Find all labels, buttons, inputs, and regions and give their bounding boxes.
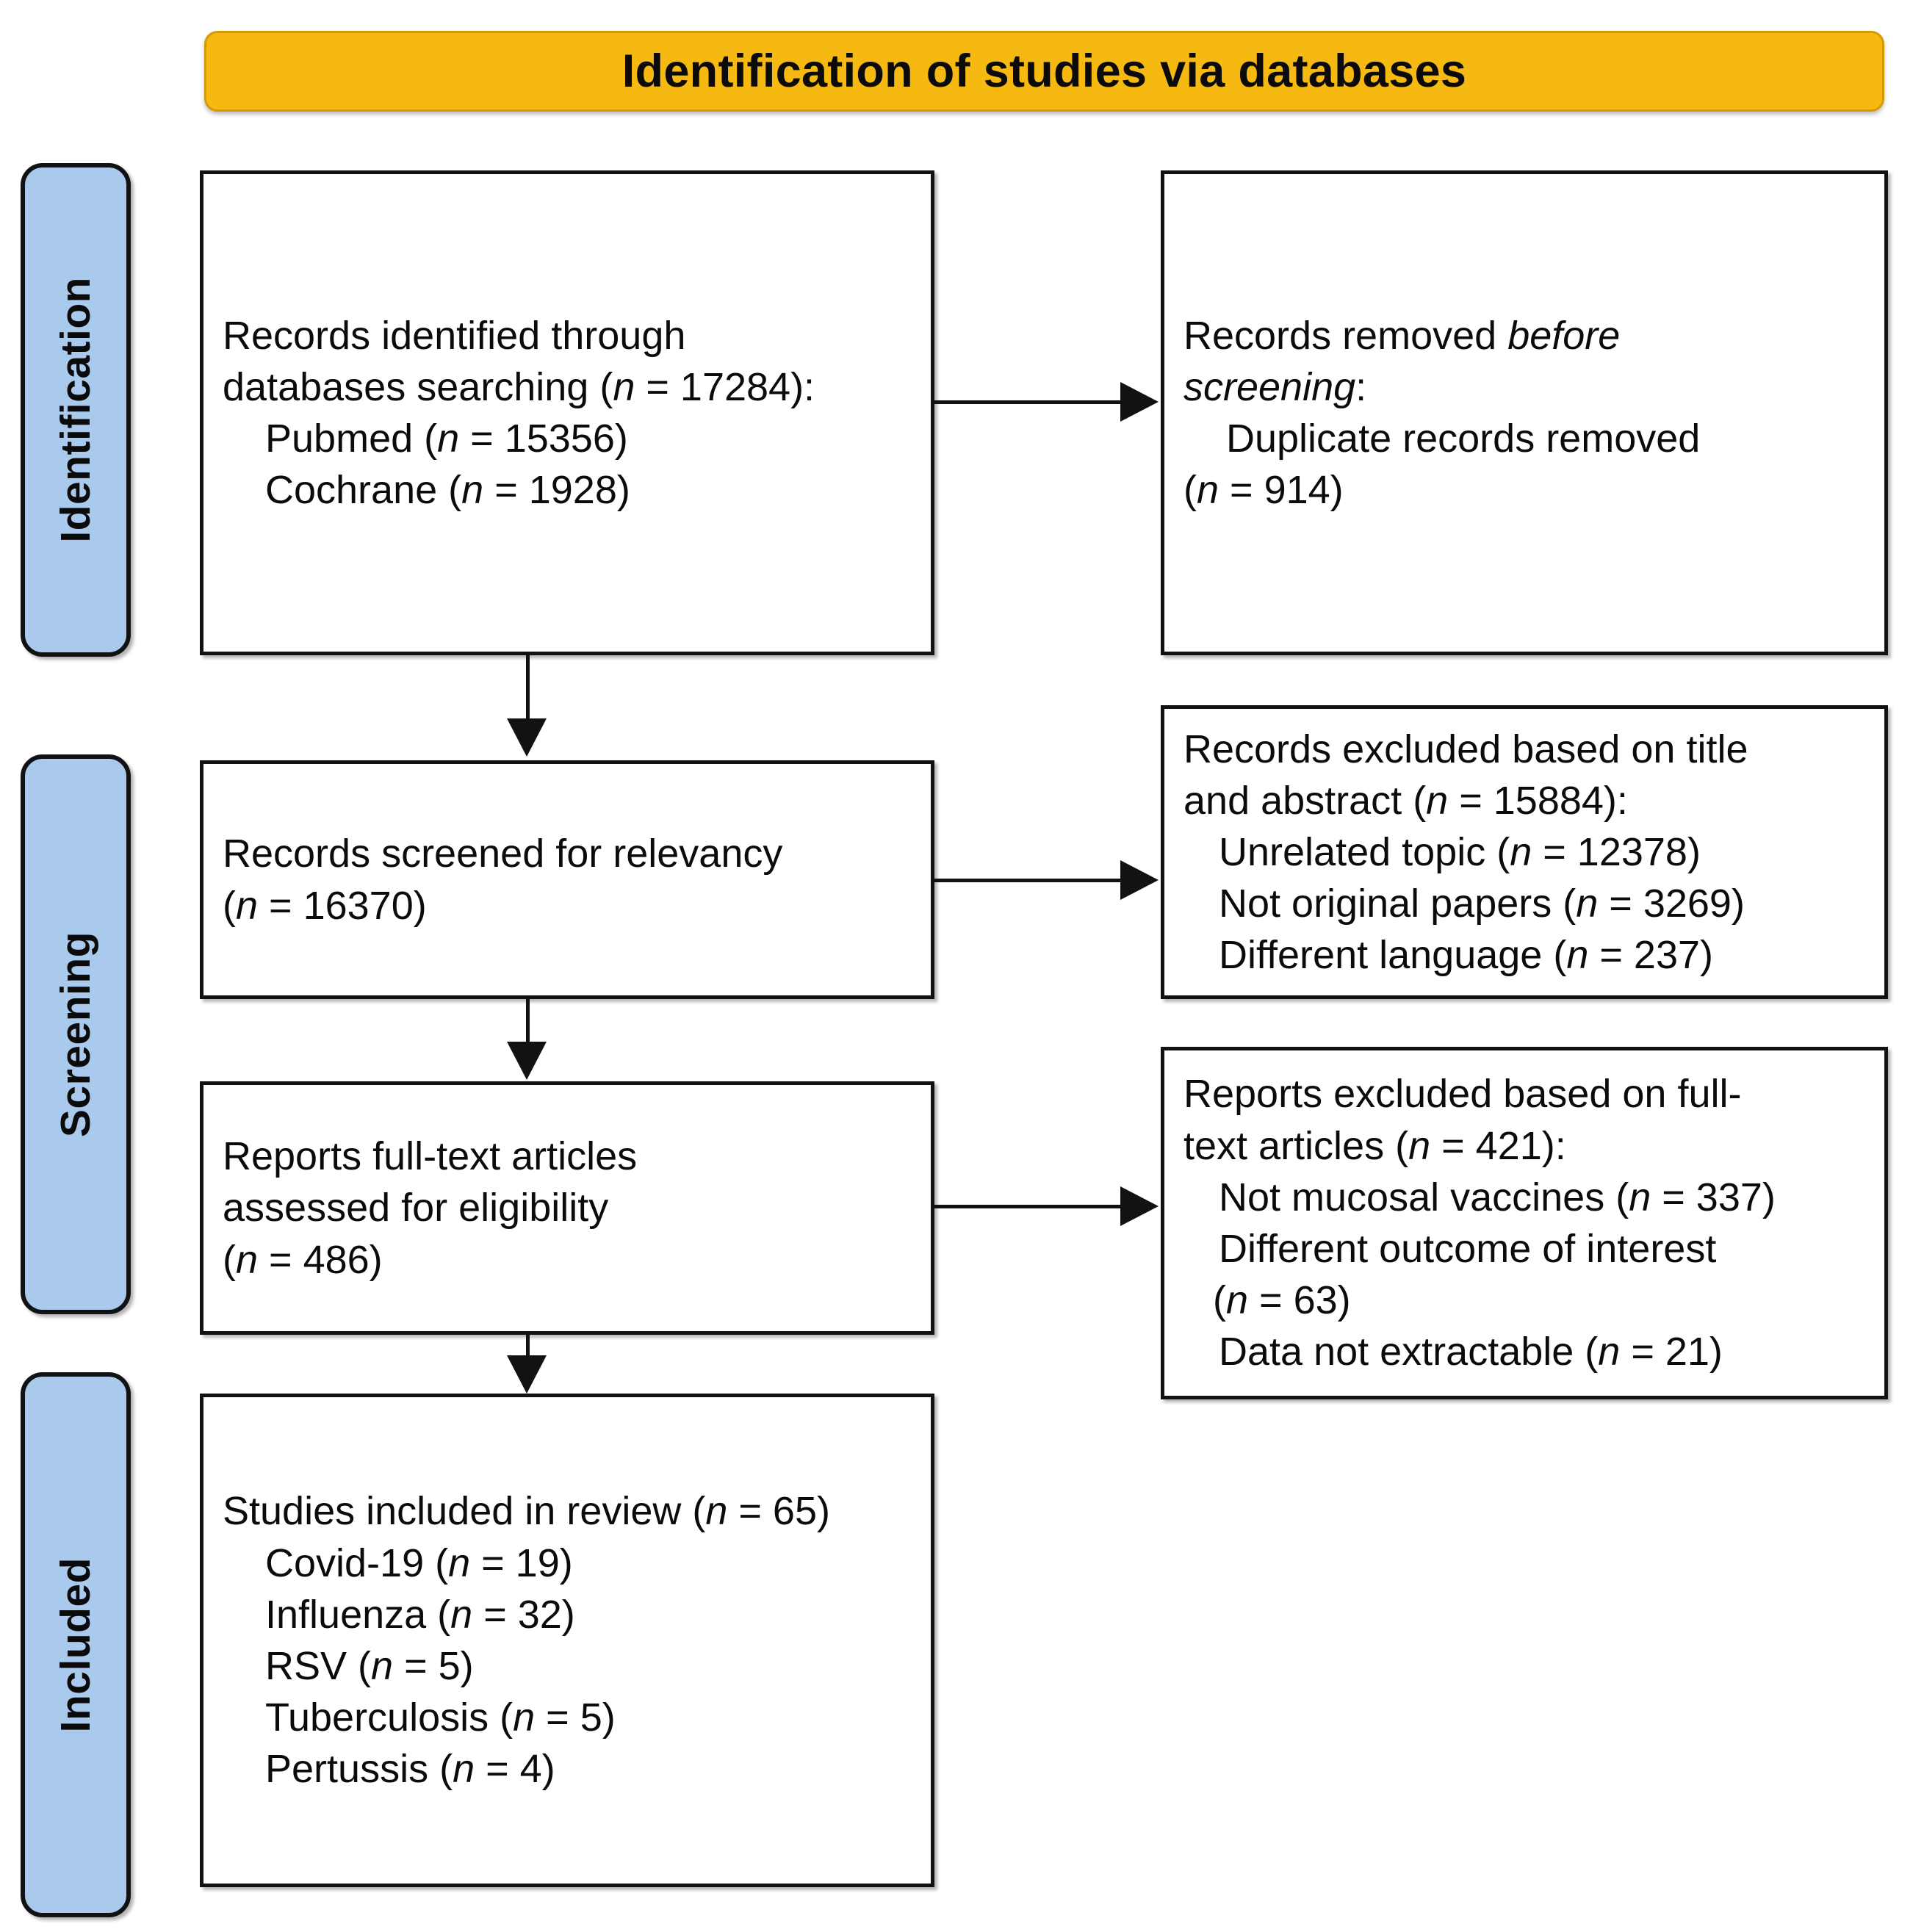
- included-influenza: Influenza (n = 32): [265, 1592, 575, 1637]
- records-identified-pubmed: Pubmed (n = 15356): [265, 417, 628, 461]
- box-studies-included-text: Studies included in review (n = 65) Covi…: [203, 1485, 931, 1795]
- records-removed-line1: Records removed before: [1183, 313, 1621, 358]
- box-records-removed-text: Records removed before screening: Duplic…: [1164, 310, 1884, 516]
- included-tuberculosis: Tuberculosis (n = 5): [265, 1695, 616, 1740]
- box-records-removed: Records removed before screening: Duplic…: [1161, 170, 1888, 655]
- fulltext-line2: assessed for eligibility: [223, 1186, 609, 1230]
- excluded-ta-different-language: Different language (n = 237): [1219, 933, 1713, 978]
- diagram-header-banner: Identification of studies via databases: [204, 31, 1884, 112]
- box-records-excluded-title-abstract: Records excluded based on title and abst…: [1161, 705, 1888, 999]
- records-removed-line2: screening:: [1183, 364, 1367, 409]
- box-records-excluded-title-abstract-text: Records excluded based on title and abst…: [1164, 724, 1884, 981]
- excluded-ft-line1: Reports excluded based on full-: [1183, 1072, 1742, 1117]
- included-pertussis: Pertussis (n = 4): [265, 1747, 555, 1792]
- excluded-ft-line2: text articles (n = 421):: [1183, 1123, 1566, 1168]
- excluded-ft-data-not-extractable: Data not extractable (n = 21): [1219, 1330, 1723, 1374]
- excluded-ft-different-outcome-count: (n = 63): [1213, 1278, 1351, 1323]
- box-reports-fulltext-assessed: Reports full-text articles assessed for …: [200, 1081, 934, 1335]
- box-studies-included: Studies included in review (n = 65) Covi…: [200, 1394, 934, 1887]
- fulltext-line1: Reports full-text articles: [223, 1134, 638, 1179]
- included-line1: Studies included in review (n = 65): [223, 1489, 830, 1534]
- excluded-ta-line2: and abstract (n = 15884):: [1183, 778, 1628, 823]
- box-records-identified-text: Records identified through databases sea…: [203, 310, 931, 516]
- excluded-ta-line1: Records excluded based on title: [1183, 727, 1748, 771]
- records-screened-count: (n = 16370): [223, 883, 427, 928]
- page-title: Identification of studies via databases: [621, 46, 1467, 97]
- stage-label-included: Included: [21, 1372, 131, 1917]
- records-removed-duplicates-count: (n = 914): [1183, 468, 1344, 513]
- records-identified-line1: Records identified through: [223, 313, 686, 358]
- excluded-ta-not-original: Not original papers (n = 3269): [1219, 882, 1745, 926]
- stage-label-included-text: Included: [52, 1557, 99, 1733]
- stage-label-identification-text: Identification: [52, 277, 99, 543]
- stage-label-identification: Identification: [21, 163, 131, 657]
- box-records-screened-text: Records screened for relevancy (n = 1637…: [203, 828, 931, 931]
- box-records-identified: Records identified through databases sea…: [200, 170, 934, 655]
- box-records-screened: Records screened for relevancy (n = 1637…: [200, 760, 934, 999]
- included-covid19: Covid-19 (n = 19): [265, 1540, 573, 1585]
- excluded-ft-different-outcome: Different outcome of interest: [1219, 1227, 1717, 1271]
- box-reports-fulltext-assessed-text: Reports full-text articles assessed for …: [203, 1131, 931, 1286]
- stage-label-screening-text: Screening: [52, 931, 99, 1138]
- records-removed-duplicates: Duplicate records removed: [1226, 417, 1701, 461]
- records-screened-line1: Records screened for relevancy: [223, 832, 783, 876]
- records-identified-cochrane: Cochrane (n = 1928): [265, 468, 630, 513]
- box-reports-excluded-fulltext: Reports excluded based on full- text art…: [1161, 1047, 1888, 1399]
- excluded-ta-unrelated-topic: Unrelated topic (n = 12378): [1219, 829, 1701, 874]
- included-rsv: RSV (n = 5): [265, 1644, 474, 1688]
- records-identified-line2: databases searching (n = 17284):: [223, 364, 815, 409]
- stage-label-screening: Screening: [21, 754, 131, 1314]
- excluded-ft-not-mucosal: Not mucosal vaccines (n = 337): [1219, 1175, 1776, 1219]
- box-reports-excluded-fulltext-text: Reports excluded based on full- text art…: [1164, 1068, 1884, 1377]
- fulltext-count: (n = 486): [223, 1237, 383, 1282]
